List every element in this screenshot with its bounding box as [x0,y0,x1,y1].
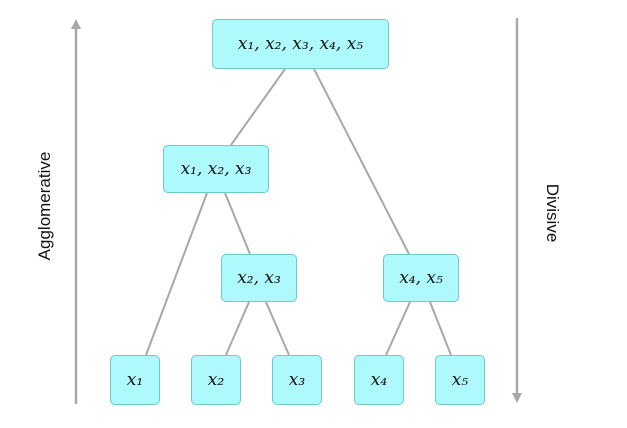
edge-n123-x1 [145,192,208,356]
edge-n123-n23 [224,192,251,255]
leaf-node-x4: x₄ [354,355,404,405]
cluster-node-all: x₁, x₂, x₃, x₄, x₅ [212,19,389,69]
cluster-node-x4-x5: x₄, x₅ [383,254,459,302]
edge-n45-x4 [385,301,411,356]
cluster-node-x1-x2-x3: x₁, x₂, x₃ [163,145,269,193]
leaf-node-x3: x₃ [272,355,322,405]
leaf-node-x1: x₁ [110,355,160,405]
leaf-node-x2: x₂ [191,355,241,405]
edge-n45-x5 [429,301,452,356]
edge-root-n123 [230,68,286,146]
edge-n23-x2 [225,301,250,356]
divisive-label: Divisive [543,183,562,243]
cluster-node-x2-x3: x₂, x₃ [221,254,297,302]
leaf-node-x5: x₅ [435,355,485,405]
agglomerative-label: Agglomerative [35,151,54,261]
edge-root-n45 [313,68,410,255]
edge-n23-x3 [265,301,290,356]
